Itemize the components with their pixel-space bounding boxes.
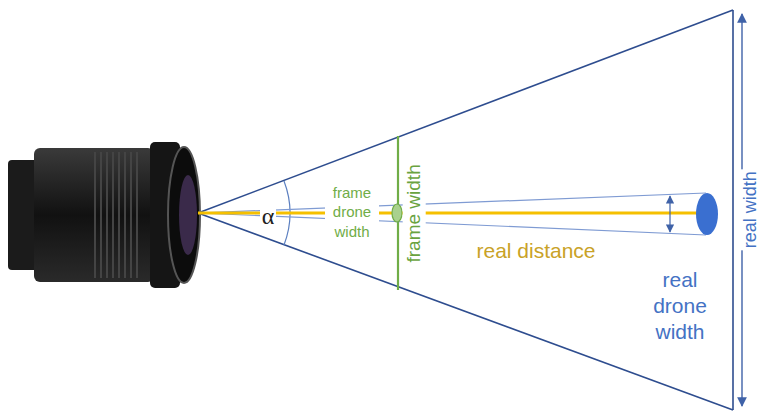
lens-mount [8, 160, 38, 270]
real-drone-ellipse [696, 193, 718, 235]
angle-symbol: α [260, 202, 277, 231]
lens-barrel [34, 148, 154, 282]
real-width-label: real width [740, 169, 761, 250]
drone-width-arrow [669, 196, 670, 232]
front-element [168, 147, 200, 283]
view-edge-line [198, 10, 733, 213]
far-plane-line [732, 10, 734, 410]
camera-lens [8, 142, 200, 288]
frame-width-label: frame width [403, 162, 426, 264]
view-edge-line [198, 213, 733, 410]
real-distance-label: real distance [474, 238, 597, 263]
frame-drone-ellipse [392, 204, 402, 222]
real-drone-width-label: real drone width [638, 267, 722, 346]
lens-glass [179, 175, 197, 255]
frame-drone-width-label: frame drone width [325, 183, 379, 242]
focus-ring-ribs [95, 152, 137, 278]
